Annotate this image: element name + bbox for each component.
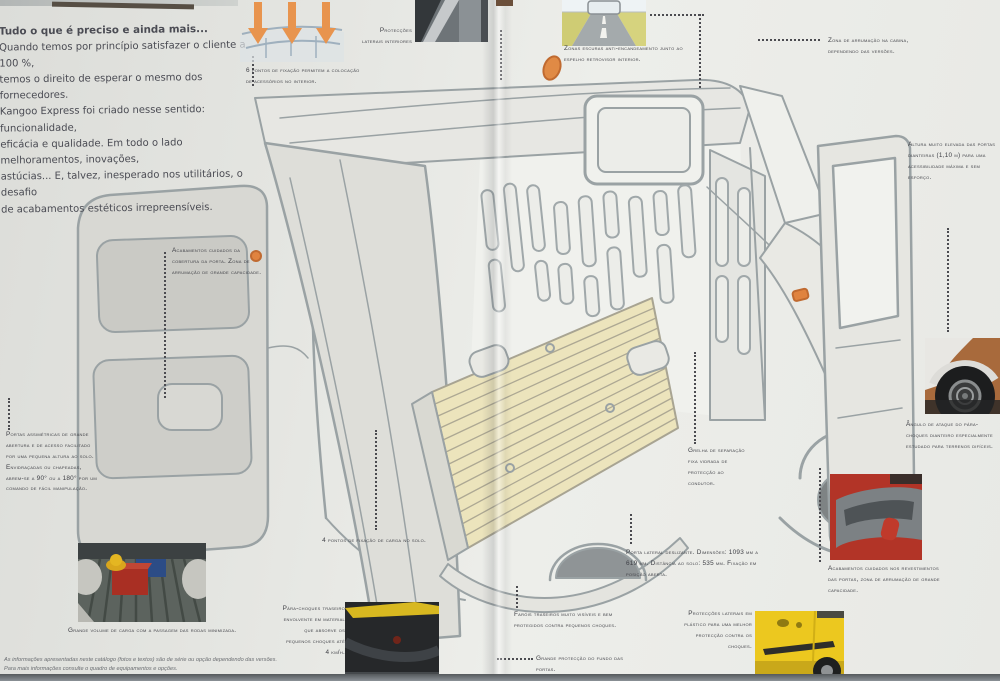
leader-line	[375, 430, 377, 530]
callout-cab-storage: Zona de arrumação na cabina, dependendo …	[828, 37, 909, 55]
intro-line: Quando temos por princípio satisfazer o …	[0, 39, 246, 70]
leader-line	[630, 514, 632, 544]
fine-print-line: As informações apresentadas neste catálo…	[4, 657, 278, 663]
photo-side-plastic	[755, 611, 844, 678]
callout-cargo-anchors: 4 pontos de fixação de carga no solo.	[322, 537, 426, 544]
leader-line	[500, 30, 502, 80]
leader-line	[819, 468, 821, 562]
intro-line: Kangoo Express foi criado nesse sentido:…	[0, 104, 206, 135]
photo-interior-protection	[415, 0, 488, 42]
leader-line	[758, 39, 820, 41]
leader-line	[252, 56, 254, 86]
orange-arrow-icon	[248, 2, 336, 44]
callout-partition-grille: Grelha de separação fixa vidrada de prot…	[688, 447, 745, 487]
callout-door-bottom-protection: Grande protecção do fundo das portas.	[536, 655, 624, 673]
leader-line	[497, 658, 533, 660]
road-antiglare-illustration	[562, 0, 646, 46]
callout-rear-lights: Faróis traseiros muito visíveis e bem pr…	[514, 611, 617, 629]
callout-roof-fixing: 6 pontos de fixação permitem a colocação…	[246, 67, 360, 85]
fold-gap	[496, 0, 513, 6]
callout-side-plastic: Protecções laterais em plástico para uma…	[684, 610, 752, 650]
main-illustration	[40, 48, 920, 648]
callout-attack-angle: Ângulo de ataque do pára-choques diantei…	[906, 421, 994, 450]
callout-door-trim: Acabamentos cuidados nos revestimentos d…	[828, 565, 940, 594]
callout-rear-bumper: Pára-choques traseiro envolvente em mate…	[282, 605, 345, 656]
callout-side-protections: Protecções laterais interiores	[361, 27, 412, 45]
intro-paragraph: Tudo o que é preciso e ainda mais... Qua…	[0, 20, 261, 218]
intro-line: astúcias... E, talvez, inesperado nos ut…	[0, 168, 243, 199]
leader-line	[516, 586, 518, 608]
intro-line: temos o direito de esperar o mesmo dos f…	[0, 72, 203, 102]
leader-line	[8, 398, 10, 430]
rearview-mirror-icon	[587, 0, 621, 15]
intro-line: eficácia e qualidade. Em todo o lado mel…	[0, 137, 183, 167]
intro-line: de acabamentos estéticos irrepreensíveis…	[1, 201, 213, 216]
leader-line	[164, 252, 166, 398]
leader-line	[699, 14, 701, 88]
leader-line	[947, 228, 949, 332]
table-surface-bottom	[0, 674, 1000, 681]
callout-sliding-door: Porta lateral deslizante. Dimensões: 109…	[626, 549, 759, 578]
callout-asymmetric-doors: Portas assimétricas de grande abertura e…	[6, 431, 97, 493]
callout-front-door-height: Altura muito elevada das portas dianteir…	[908, 141, 996, 181]
photo-cargo-volume	[78, 543, 206, 622]
roof-arrows-illustration	[236, 0, 348, 64]
van-line-art	[76, 55, 916, 644]
fine-print-line: Para mais informações consulte o quadro …	[4, 665, 178, 672]
callout-door-cover: Acabamentos cuidados da cobertura da por…	[172, 247, 262, 276]
leader-line	[650, 14, 704, 16]
photo-attack-angle	[925, 338, 1000, 414]
fine-print: As informações apresentadas neste catálo…	[4, 656, 404, 674]
callout-anti-glare: Zonas escuras anti-encandeamento junto a…	[564, 45, 683, 63]
photo-door-trim	[830, 474, 922, 560]
leader-line	[694, 352, 696, 444]
callout-cargo-volume: Grande volume de carga com a passagem da…	[68, 627, 237, 634]
